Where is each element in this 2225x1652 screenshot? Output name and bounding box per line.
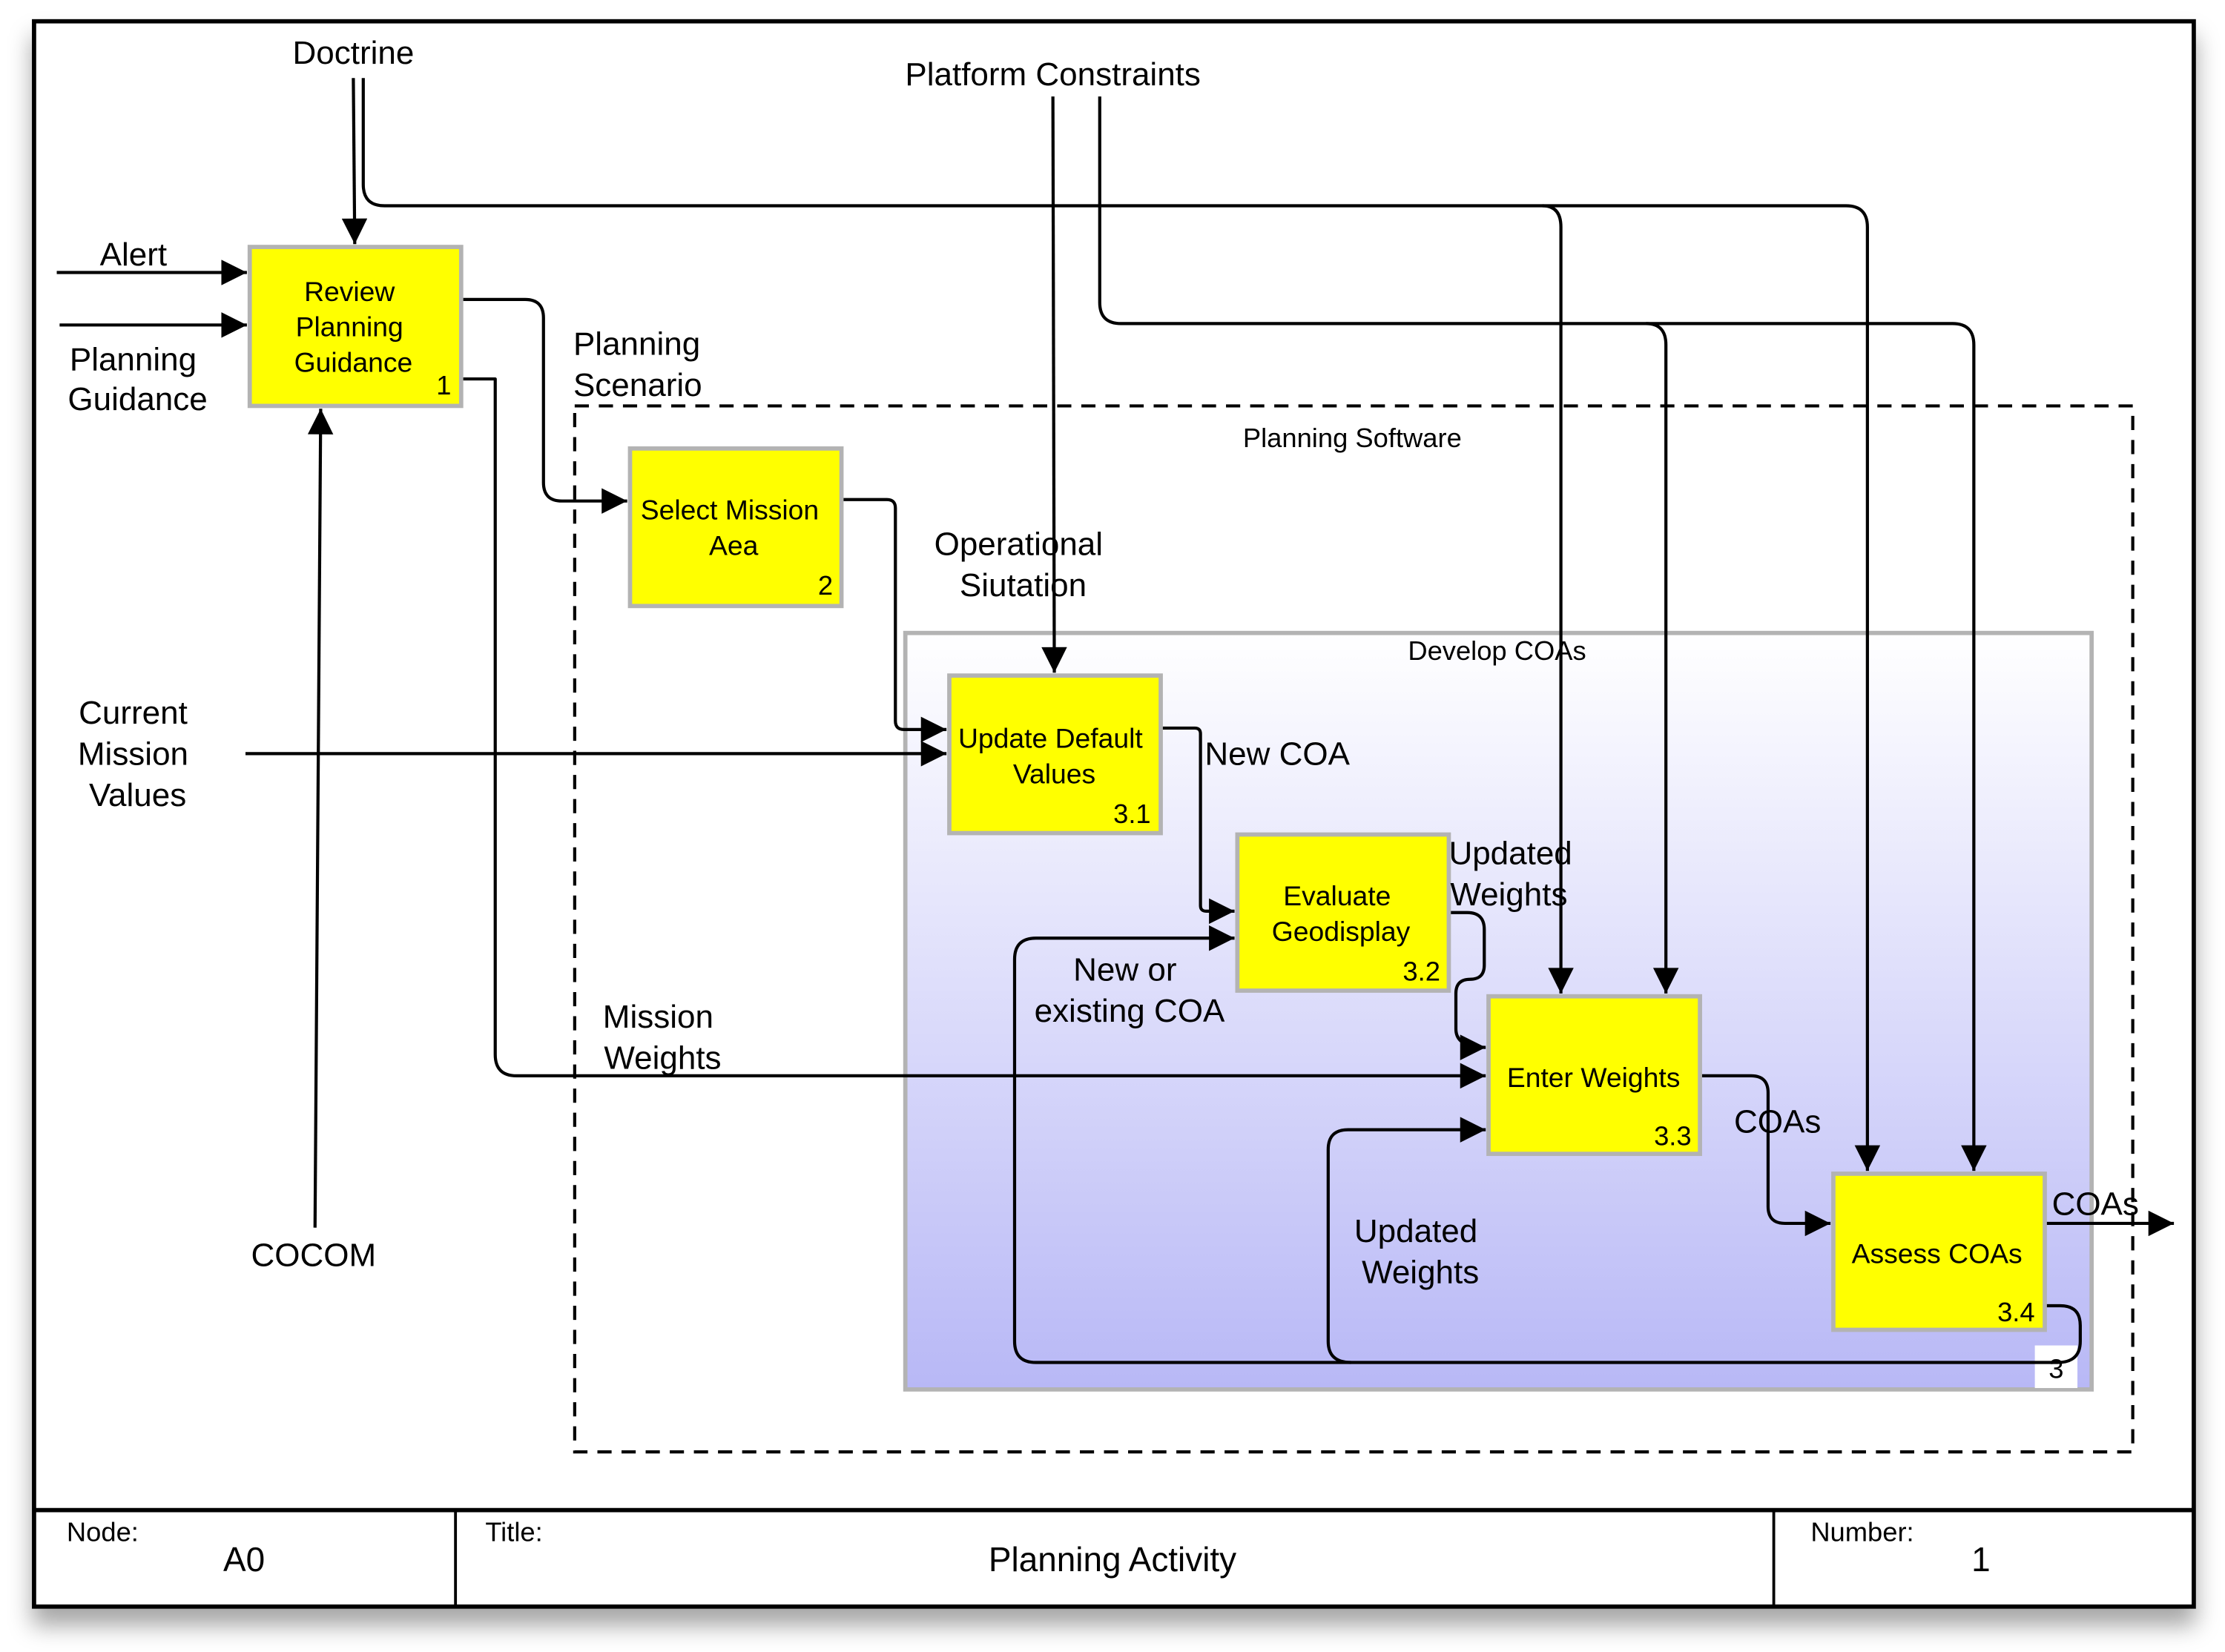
activity-box-3-4[interactable]: Assess COAs 3.4: [1831, 1172, 2047, 1332]
cocom-label: COCOM: [251, 1237, 377, 1273]
activity-box-3-1-shape: [947, 673, 1163, 836]
doctrine-label: Doctrine: [292, 35, 414, 71]
activity-box-3-1-label: Update Default Values: [958, 723, 1150, 790]
platform-constraints-label: Platform Constraints: [905, 56, 1200, 93]
planning-scenario-arrow: [462, 297, 627, 514]
activity-box-3-1[interactable]: Update Default Values 3.1: [947, 673, 1163, 836]
updated-weights-top-label: Updated Weights: [1448, 836, 1581, 913]
coas-output-label: COAs: [2052, 1186, 2139, 1222]
feedback-updated-weights-arrow: [1326, 1117, 1486, 1364]
doctrine-arrow-to-box3-4: [1542, 204, 1881, 1172]
title-block: Node: A0 Title: Planning Activity Number…: [33, 1507, 2194, 1607]
coas-mid-label: COAs: [1734, 1103, 1821, 1140]
activity-box-2-label: Select Mission Aea: [641, 495, 827, 561]
updated-weights-bottom-label: Updated Weights: [1354, 1213, 1487, 1291]
number-value: 1: [1971, 1540, 1991, 1579]
activity-box-2-shape: [627, 446, 844, 609]
planning-scenario-label: Planning Scenario: [573, 326, 709, 404]
updated-weights-arrow-top: [1450, 911, 1486, 1060]
operational-situation-label: Operational Siutation: [934, 526, 1112, 604]
new-coa-arrow: [1161, 726, 1235, 925]
activity-box-3-2[interactable]: Evaluate Geodisplay 3.2: [1235, 832, 1451, 993]
feedback-new-or-existing-coa-arrow: [1012, 925, 2082, 1364]
planning-guidance-label: Planning Guidance: [67, 342, 207, 418]
mission-weights-arrow: [462, 377, 1486, 1089]
activity-box-3-3-label: Enter Weights: [1507, 1062, 1681, 1093]
new-coa-label: New COA: [1204, 736, 1350, 773]
activity-box-1[interactable]: Review Planning Guidance 1: [247, 245, 464, 409]
operational-situation-arrow: [843, 498, 947, 743]
title-value: Planning Activity: [989, 1540, 1236, 1579]
number-label: Number:: [1810, 1517, 1914, 1547]
activity-box-1-number: 1: [436, 370, 451, 400]
activity-box-2-number: 2: [818, 570, 833, 601]
activity-box-3-3[interactable]: Enter Weights 3.3: [1486, 994, 1702, 1157]
planning-software-group: [573, 404, 2135, 1454]
activity-box-3-2-shape: [1235, 832, 1451, 993]
planning-software-label: Planning Software: [1243, 423, 1462, 453]
coas-arrow-mid: [1701, 1074, 1831, 1237]
platform-constraints-arrow-to-box3-1: [1041, 96, 1067, 673]
activity-box-3-1-number: 3.1: [1113, 799, 1151, 829]
develop-coas-label: Develop COAs: [1408, 635, 1586, 666]
platform-constraints-arrow-to-box3-4: [1646, 322, 1987, 1172]
cocom-arrow: [307, 409, 334, 1228]
title-label: Title:: [485, 1517, 542, 1547]
new-or-existing-coa-label: New or existing COA: [1035, 952, 1225, 1030]
node-value: A0: [223, 1540, 265, 1579]
activity-box-3-4-number: 3.4: [1997, 1297, 2035, 1327]
activity-box-3-4-shape: [1831, 1172, 2047, 1332]
alert-label: Alert: [100, 237, 167, 273]
activity-box-2[interactable]: Select Mission Aea 2: [627, 446, 844, 609]
activity-box-3-2-label: Evaluate Geodisplay: [1272, 880, 1411, 947]
activity-box-1-label: Review Planning Guidance: [294, 276, 413, 378]
activity-box-3-3-shape: [1486, 994, 1702, 1157]
platform-constraints-arrow-to-box3-3: [1098, 96, 1679, 994]
mission-weights-label: Mission Weights: [603, 999, 722, 1077]
develop-coas-number-bg: [2034, 1345, 2078, 1388]
activity-box-3-3-number: 3.3: [1654, 1121, 1692, 1152]
doctrine-arrow-to-box1: [341, 78, 368, 245]
doctrine-arrow-to-box3-3: [361, 78, 1574, 994]
current-mission-values-label: Current Mission Values: [78, 695, 197, 813]
develop-coas-number: 3: [2048, 1354, 2063, 1384]
node-label: Node:: [67, 1517, 139, 1547]
activity-box-1-shape: [247, 245, 464, 409]
activity-box-3-2-number: 3.2: [1402, 956, 1440, 987]
activity-box-3-4-label: Assess COAs: [1852, 1238, 2023, 1269]
